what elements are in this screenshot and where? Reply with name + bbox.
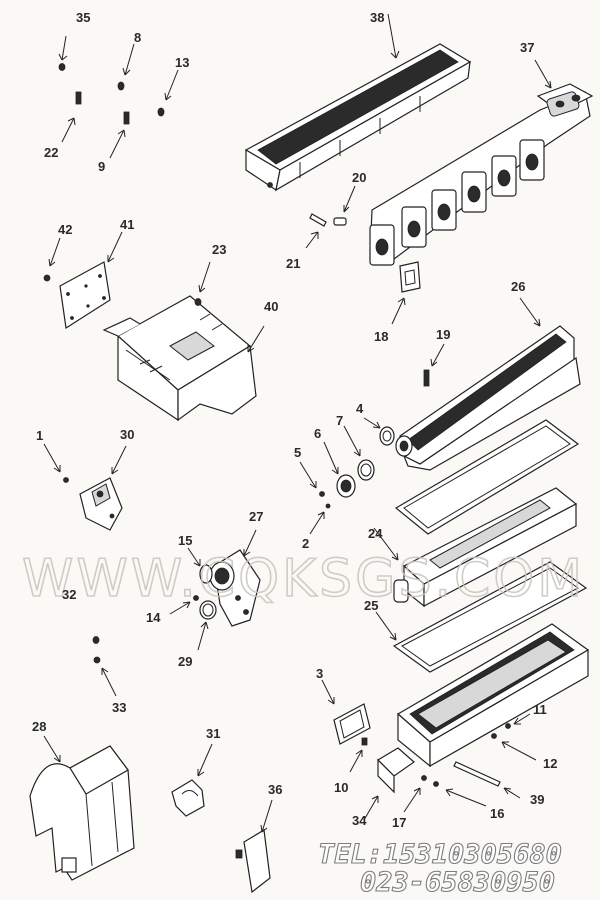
- callout-36: 36: [268, 782, 282, 797]
- callout-15: 15: [178, 533, 192, 548]
- dowel-39: [453, 761, 521, 799]
- plug-11: [505, 713, 531, 729]
- stud-21: [305, 213, 327, 249]
- callout-32: 32: [62, 587, 76, 602]
- bracket-housing-40: [102, 295, 265, 422]
- callout-29: 29: [178, 654, 192, 669]
- clamp-2: [309, 503, 331, 535]
- callout-4: 4: [356, 401, 364, 416]
- callout-31: 31: [206, 726, 220, 741]
- bolt-9: [109, 111, 130, 159]
- gasket-3: [321, 679, 371, 745]
- callout-13: 13: [175, 55, 189, 70]
- callout-18: 18: [374, 329, 388, 344]
- charge-air-cooler-26: [395, 297, 581, 471]
- callout-37: 37: [520, 40, 534, 55]
- cover-plate-41: [59, 231, 123, 330]
- callout-12: 12: [543, 756, 557, 771]
- contact-phone: 023-65830950: [360, 867, 555, 898]
- callout-22: 22: [44, 145, 58, 160]
- screw-42: [43, 237, 61, 282]
- heat-shield-38: [244, 13, 472, 192]
- callout-24: 24: [368, 526, 383, 541]
- callout-20: 20: [352, 170, 366, 185]
- callout-2: 2: [302, 536, 309, 551]
- callout-26: 26: [511, 279, 525, 294]
- plug-12: [491, 733, 537, 761]
- gasket-18: [391, 261, 421, 325]
- screw-1: [43, 443, 69, 483]
- clamp-15: [187, 547, 213, 584]
- clamp-5: [299, 461, 325, 497]
- cooler-core-24: [373, 487, 578, 608]
- washer-16: [433, 781, 487, 807]
- screw-13: [157, 69, 179, 117]
- plug-10: [349, 737, 368, 773]
- cover-28: [29, 735, 135, 881]
- callout-numbers: 35 8 13 22 9 38 37 20 21 18 42 41 23 40 …: [32, 10, 557, 830]
- o-ring-4: [363, 417, 395, 446]
- cooler-gasket-upper: [394, 419, 580, 535]
- callout-35: 35: [76, 10, 90, 25]
- screw-8: [117, 43, 135, 91]
- watermark-text: WWW.CQKSGS.COM: [22, 549, 585, 609]
- seal-6: [323, 441, 356, 498]
- callout-19: 19: [436, 327, 450, 342]
- callout-16: 16: [490, 806, 504, 821]
- callout-10: 10: [334, 780, 348, 795]
- elbow-connector-27: [209, 529, 261, 627]
- screw-23: [194, 261, 211, 306]
- plate-36: [235, 799, 273, 894]
- callout-41: 41: [120, 217, 134, 232]
- contact-tel: TEL:15310305680: [318, 839, 562, 870]
- callout-11: 11: [533, 702, 547, 717]
- callout-17: 17: [392, 815, 406, 830]
- callout-25: 25: [364, 598, 378, 613]
- bracket-30: [79, 445, 127, 531]
- callout-27: 27: [249, 509, 263, 524]
- callout-39: 39: [530, 792, 544, 807]
- exhaust-manifold-37: [369, 59, 594, 266]
- callout-8: 8: [134, 30, 141, 45]
- seal-ring-7: [343, 425, 375, 481]
- cooler-housing-34: [363, 623, 590, 821]
- callout-7: 7: [336, 413, 343, 428]
- screw-17: [403, 775, 427, 813]
- callout-14: 14: [146, 610, 161, 625]
- callout-1: 1: [36, 428, 43, 443]
- callout-5: 5: [294, 445, 301, 460]
- bracket-31: [171, 743, 213, 817]
- bolt-19: [423, 343, 445, 387]
- callout-38: 38: [370, 10, 384, 25]
- bolt-22: [61, 91, 82, 143]
- callout-9: 9: [98, 159, 105, 174]
- callout-33: 33: [112, 700, 126, 715]
- cooler-gasket-25: [375, 561, 588, 673]
- callout-28: 28: [32, 719, 46, 734]
- callout-40: 40: [264, 299, 278, 314]
- screw-35: [58, 35, 68, 71]
- callout-21: 21: [286, 256, 300, 271]
- screw-32: [92, 636, 100, 644]
- screw-14: [169, 595, 199, 615]
- callout-3: 3: [316, 666, 323, 681]
- callout-34: 34: [352, 813, 367, 828]
- o-ring-29: [197, 600, 217, 651]
- callout-30: 30: [120, 427, 134, 442]
- spacer-20: [333, 185, 356, 226]
- washer-33: [93, 656, 117, 697]
- callout-23: 23: [212, 242, 226, 257]
- callout-6: 6: [314, 426, 321, 441]
- callout-42: 42: [58, 222, 72, 237]
